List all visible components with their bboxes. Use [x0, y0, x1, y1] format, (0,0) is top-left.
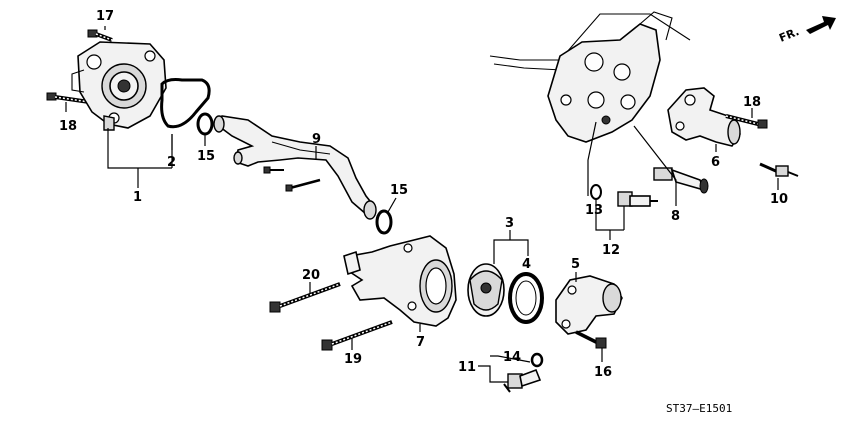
bolt-17: [87, 29, 113, 42]
callout-9: 9: [312, 132, 321, 147]
bolt-16: [575, 330, 607, 349]
pump-gasket-2: [160, 78, 211, 129]
thermostat-seal-4: [508, 272, 544, 324]
callout-labels: 17 18 2 1 15 9 15 18 6 10 8 13 12 3 4 5 …: [59, 9, 788, 380]
front-direction-label: FR.: [777, 25, 801, 45]
callout-18-left: 18: [59, 119, 77, 134]
o-ring-15-lower: [375, 209, 393, 235]
pipe-bracket-bolt: [263, 166, 321, 192]
cylinder-head-reference: [489, 11, 691, 143]
thermostat-housing-7: [343, 235, 457, 327]
bolt-19: [321, 320, 393, 351]
leader-lines: [65, 26, 779, 383]
callout-19: 19: [344, 352, 362, 367]
callout-6: 6: [711, 155, 720, 170]
water-outlet-6: [667, 87, 741, 147]
water-pump: [71, 41, 167, 131]
sensor-10: [759, 162, 799, 177]
thermostat-3: [467, 263, 505, 317]
callout-20: 20: [302, 268, 320, 283]
callout-16: 16: [594, 365, 612, 380]
callout-12: 12: [602, 243, 620, 258]
front-direction-indicator: FR.: [777, 16, 836, 45]
thermostat-cover-5: [555, 275, 623, 335]
callout-13: 13: [585, 203, 603, 218]
connecting-pipe-9: [213, 115, 377, 220]
bolt-20: [269, 282, 341, 313]
callout-17: 17: [96, 9, 114, 24]
callout-3: 3: [505, 216, 514, 231]
callout-10: 10: [770, 192, 788, 207]
callout-7: 7: [416, 335, 425, 350]
o-ring-15-upper: [196, 112, 214, 136]
diagram-code: ST37–E1501: [666, 402, 732, 415]
sending-unit-11: [503, 368, 542, 393]
callout-15-upper: 15: [197, 149, 215, 164]
callout-4: 4: [522, 257, 531, 272]
temp-switch-12: [590, 184, 658, 207]
callout-14: 14: [503, 350, 521, 365]
washer-14: [530, 352, 544, 368]
callout-8: 8: [671, 209, 680, 224]
callout-5: 5: [571, 257, 580, 272]
callout-11: 11: [458, 360, 476, 375]
callout-2: 2: [167, 155, 176, 170]
front-arrow-icon: [806, 16, 836, 34]
temp-sensor-8: [653, 167, 709, 194]
bolt-18-right: [725, 114, 768, 129]
callout-1: 1: [133, 190, 142, 205]
callout-15-lower: 15: [390, 183, 408, 198]
callout-18-right: 18: [743, 95, 761, 110]
